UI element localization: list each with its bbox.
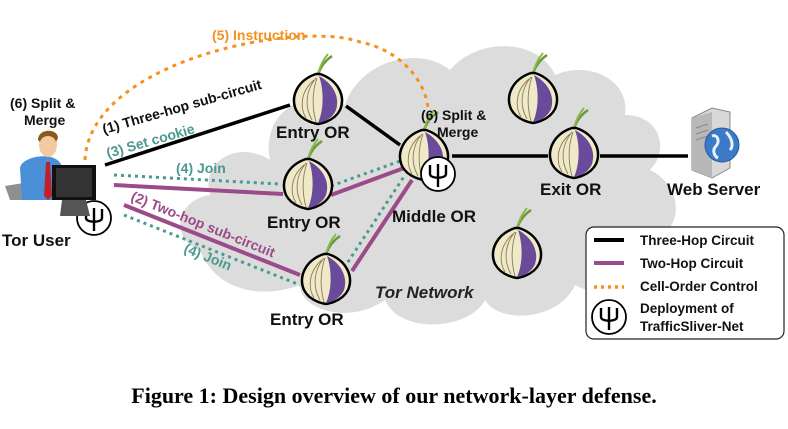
middle-or-label: Middle OR [392, 207, 476, 226]
two-hop-line-entry-mid-middle [330, 166, 405, 197]
legend-cell-order-label: Cell-Order Control [640, 279, 758, 294]
two-hop-line-user-entry-bottom [123, 203, 301, 277]
three-hop-line-user-entry [104, 103, 291, 167]
two-hop-line-user-entry-mid [113, 183, 284, 196]
three-hop-line-entry-middle [344, 104, 402, 147]
entry-or-bottom-label: Entry OR [270, 310, 344, 329]
entry-or-top-label: Entry OR [276, 123, 350, 142]
legend-deployment-label-line2: TrafficSliver-Net [640, 319, 744, 334]
split-merge-user-annotation-line1: (6) Split & [10, 95, 75, 111]
split-merge-middle-annotation-line1: (6) Split & [421, 107, 486, 123]
tor-network-label: Tor Network [375, 283, 475, 302]
legend-two-hop-label: Two-Hop Circuit [640, 256, 744, 271]
tor-user-icon [5, 130, 96, 216]
entry-or-mid-label: Entry OR [267, 213, 341, 232]
split-merge-user-annotation-line2: Merge [24, 112, 65, 128]
cell-order-control-arc [83, 34, 430, 161]
legend: Three-Hop Circuit Two-Hop Circuit Cell-O… [585, 226, 785, 340]
figure-caption: Figure 1: Design overview of our network… [131, 383, 657, 408]
trafficsliver-deployment-middle-icon [419, 155, 457, 193]
two-hop-line-entry-bottom-middle [350, 178, 414, 273]
entry-or-top-icon [292, 52, 344, 126]
tor-user-label: Tor User [2, 231, 71, 250]
web-server-label: Web Server [667, 180, 761, 199]
network-diagram: Tor Network [2, 27, 785, 340]
legend-three-hop-label: Three-Hop Circuit [640, 233, 755, 248]
join-line-top-middle [330, 158, 404, 188]
legend-deployment-icon [590, 298, 628, 336]
split-merge-middle-annotation-line2: Merge [437, 124, 478, 140]
legend-deployment-label-line1: Deployment of [640, 301, 734, 316]
join-line-bottom-middle [342, 174, 407, 269]
web-server-icon [691, 107, 740, 179]
join-top-annotation: (4) Join [176, 160, 226, 176]
instruction-annotation: (5) Instruction [212, 27, 305, 43]
exit-or-label: Exit OR [540, 180, 601, 199]
